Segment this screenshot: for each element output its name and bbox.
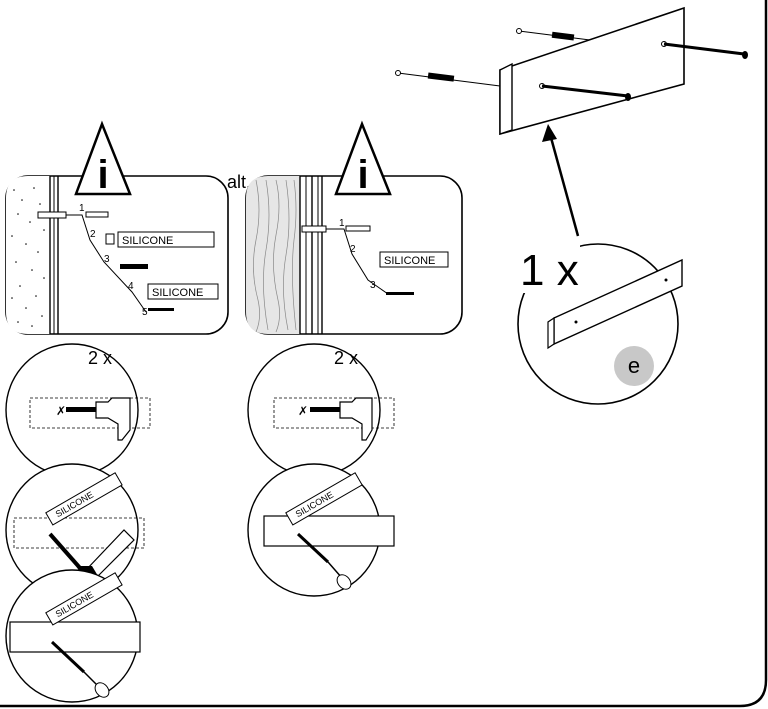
svg-text:✗: ✗	[298, 404, 308, 418]
part-badge	[614, 346, 654, 386]
concrete-insert-step: SILICONE	[5, 463, 145, 597]
shelf-mounted-illustration	[395, 6, 748, 237]
concrete-wall-detail: SILICONE SILICONE 1 2 3 4 5 i	[5, 120, 229, 335]
step-1: 1	[79, 203, 85, 214]
silicone-label-box	[147, 283, 219, 300]
silicone-label-box	[379, 251, 449, 268]
silicone-label-1: SILICONE	[122, 235, 173, 247]
svg-text:✗: ✗	[56, 404, 66, 418]
part-bubble: 1 x e	[510, 243, 683, 405]
wood-drill-step: 2 x ✗	[247, 343, 395, 477]
drill-count-1: 2 x	[88, 348, 112, 368]
silicone-label-2: SILICONE	[152, 287, 203, 299]
silicone-label-box	[117, 231, 215, 248]
step-2: 2	[90, 229, 96, 240]
wood-wall-detail: SILICONE 1 2 3 i	[245, 120, 463, 335]
warning-triangle-icon	[74, 120, 132, 196]
info-symbol-2: i	[357, 153, 368, 197]
wood-step-2: 2	[350, 244, 356, 255]
concrete-screw-step: SILICONE	[5, 569, 141, 703]
wood-step-3: 3	[370, 280, 376, 291]
wood-step-1: 1	[339, 218, 345, 229]
info-symbol-1: i	[97, 153, 108, 197]
drill-count-2: 2 x	[334, 348, 358, 368]
step-4: 4	[128, 281, 134, 292]
step-5: 5	[142, 307, 148, 318]
warning-triangle-icon	[334, 120, 392, 196]
concrete-drill-step: 2 x ✗	[5, 343, 151, 477]
silicone-label-3: SILICONE	[384, 255, 435, 267]
part-letter: e	[628, 353, 640, 378]
part-quantity: 1 x	[520, 246, 579, 295]
wood-screw-step: SILICONE	[247, 463, 395, 597]
alt-note: alt.	[227, 172, 251, 192]
step-3: 3	[104, 254, 110, 265]
